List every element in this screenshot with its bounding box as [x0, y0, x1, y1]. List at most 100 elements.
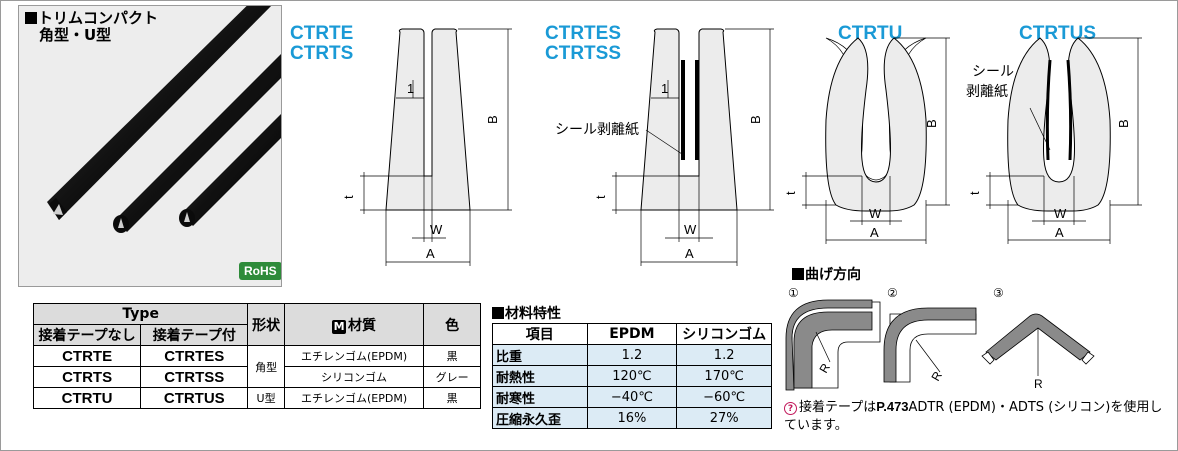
bend-label-2: ②: [887, 286, 898, 300]
mat-header-item: 項目: [492, 323, 588, 345]
header-material-label: 材質: [348, 317, 377, 334]
material-props-title-text: 材料特性: [505, 306, 561, 322]
model-title-ctrtu: CTRTU: [838, 23, 903, 44]
note-prefix: 接着テープは: [799, 400, 877, 415]
material-props-title: 材料特性: [492, 303, 561, 323]
model-ctrts: CTRTS: [290, 43, 354, 64]
title-square-icon: [792, 268, 804, 280]
cell-material: エチレンゴム(EPDM): [283, 345, 425, 367]
cell-with-tape: CTRTSS: [140, 366, 249, 388]
cell-shape: 角型: [247, 345, 285, 388]
mat-cell: 120℃: [586, 365, 678, 387]
note-text: ADTR (EPDM)・ADTS (シリコン)を使用しています。: [784, 400, 1163, 433]
ctrtus-profile: [986, 37, 1142, 244]
ctrte-dim-w: W: [430, 222, 443, 237]
ctrtus-dim-w: W: [1054, 206, 1067, 221]
note-page-ref[interactable]: P.473: [876, 399, 909, 414]
ctrtes-dim-t: t: [593, 195, 608, 199]
bend-label-1: ①: [788, 286, 799, 300]
header-shape: 形状: [247, 303, 285, 346]
mat-cell: 1.2: [676, 344, 772, 366]
mat-header-epdm: EPDM: [586, 323, 678, 345]
bend-r-2: R: [928, 369, 945, 384]
cell-with-tape: CTRTUS: [140, 387, 249, 409]
ctrtus-dim-b: B: [1116, 119, 1131, 128]
ctrtus-seal-label-2: 剥離紙: [966, 83, 1008, 99]
header-with-tape: 接着テープ付: [140, 324, 249, 346]
mat-header-silicone: シリコンゴム: [676, 323, 772, 345]
ctrtes-dim-1: 1: [661, 81, 668, 96]
header-no-tape: 接着テープなし: [32, 324, 142, 346]
ctrtes-dim-a: A: [685, 246, 694, 261]
model-ctrtss: CTRTSS: [545, 43, 621, 64]
cell-shape: U型: [247, 387, 285, 409]
bend-diagram-2: R: [883, 307, 977, 384]
note-pin-icon: ?: [784, 402, 797, 415]
ctrtu-dim-b: B: [924, 119, 939, 128]
cell-material: エチレンゴム(EPDM): [283, 387, 425, 409]
trim-photo-illustration: [47, 6, 281, 233]
mat-row-label: 耐寒性: [492, 386, 588, 408]
table-row: CTRTU CTRTUS U型 エチレンゴム(EPDM) 黒: [32, 387, 481, 409]
cell-color: 黒: [423, 387, 481, 409]
mat-cell: 16%: [586, 407, 678, 429]
mat-cell: 1.2: [586, 344, 678, 366]
bending-title-text: 曲げ方向: [805, 267, 861, 283]
mat-cell: 27%: [676, 407, 772, 429]
bend-diagram-3: R: [981, 313, 1095, 391]
ctrte-dim-t: t: [341, 195, 356, 199]
ctrtes-profile: [612, 28, 774, 266]
cell-color: 黒: [423, 345, 481, 367]
title-square-icon: [492, 307, 504, 319]
bend-label-3: ③: [993, 286, 1004, 300]
bend-diagram-1: R: [785, 299, 881, 391]
mat-row-label: 圧縮永久歪: [492, 407, 588, 429]
ctrtes-dim-w: W: [684, 222, 697, 237]
mat-cell: −40℃: [586, 386, 678, 408]
dimension-drawings: 1 B t W A 1 B t W A シール剥離紙 B t W A B t W…: [341, 28, 1142, 266]
mat-row-label: 比重: [492, 344, 588, 366]
cell-material: シリコンゴム: [283, 366, 425, 388]
ctrte-dim-1: 1: [407, 81, 414, 96]
product-title: トリムコンパクト 角型・U型: [25, 10, 158, 44]
ctrte-dim-a: A: [426, 246, 435, 261]
product-photo: トリムコンパクト 角型・U型 RoHS: [18, 5, 282, 287]
product-title-line1: トリムコンパクト: [38, 9, 159, 27]
ctrtu-dim-w: W: [869, 206, 882, 221]
table-row: 耐寒性−40℃−60℃: [492, 386, 772, 408]
mat-cell: 170℃: [676, 365, 772, 387]
model-ctrte: CTRTE: [290, 23, 354, 44]
ctrtes-dim-b: B: [748, 115, 763, 124]
rohs-badge: RoHS: [239, 262, 281, 280]
bending-diagrams: R R R: [785, 299, 1095, 391]
ctrte-dim-b: B: [485, 115, 500, 124]
ctrtus-seal-label-1: シール: [972, 63, 1014, 79]
mat-row-label: 耐熱性: [492, 365, 588, 387]
table-row: CTRTS CTRTSS シリコンゴム グレー: [32, 366, 481, 388]
model-title-ctrtes: CTRTES CTRTSS: [545, 24, 621, 64]
bend-r-3: R: [1034, 377, 1043, 391]
adhesive-tape-note: ?接着テープはP.473ADTR (EPDM)・ADTS (シリコン)を使用して…: [784, 398, 1168, 435]
ctrtus-dim-a: A: [1055, 225, 1064, 240]
cell-with-tape: CTRTES: [140, 345, 249, 367]
ctrtu-profile: [802, 37, 950, 244]
cell-no-tape: CTRTU: [32, 387, 142, 409]
model-ctrtes: CTRTES: [545, 23, 621, 44]
material-m-icon: M: [332, 319, 347, 334]
model-title-ctrte: CTRTE CTRTS: [290, 24, 353, 64]
cell-no-tape: CTRTE: [32, 345, 142, 367]
table-row: CTRTE CTRTES 角型 エチレンゴム(EPDM) 黒: [32, 345, 481, 388]
ctrte-profile: [360, 28, 512, 266]
product-title-line2: 角型・U型: [39, 26, 112, 44]
ctrtus-dim-t: t: [967, 191, 982, 195]
cell-no-tape: CTRTS: [32, 366, 142, 388]
ctrtes-seal-label: シール剥離紙: [555, 121, 639, 137]
bending-title: 曲げ方向: [792, 264, 861, 284]
mat-cell: −60℃: [676, 386, 772, 408]
